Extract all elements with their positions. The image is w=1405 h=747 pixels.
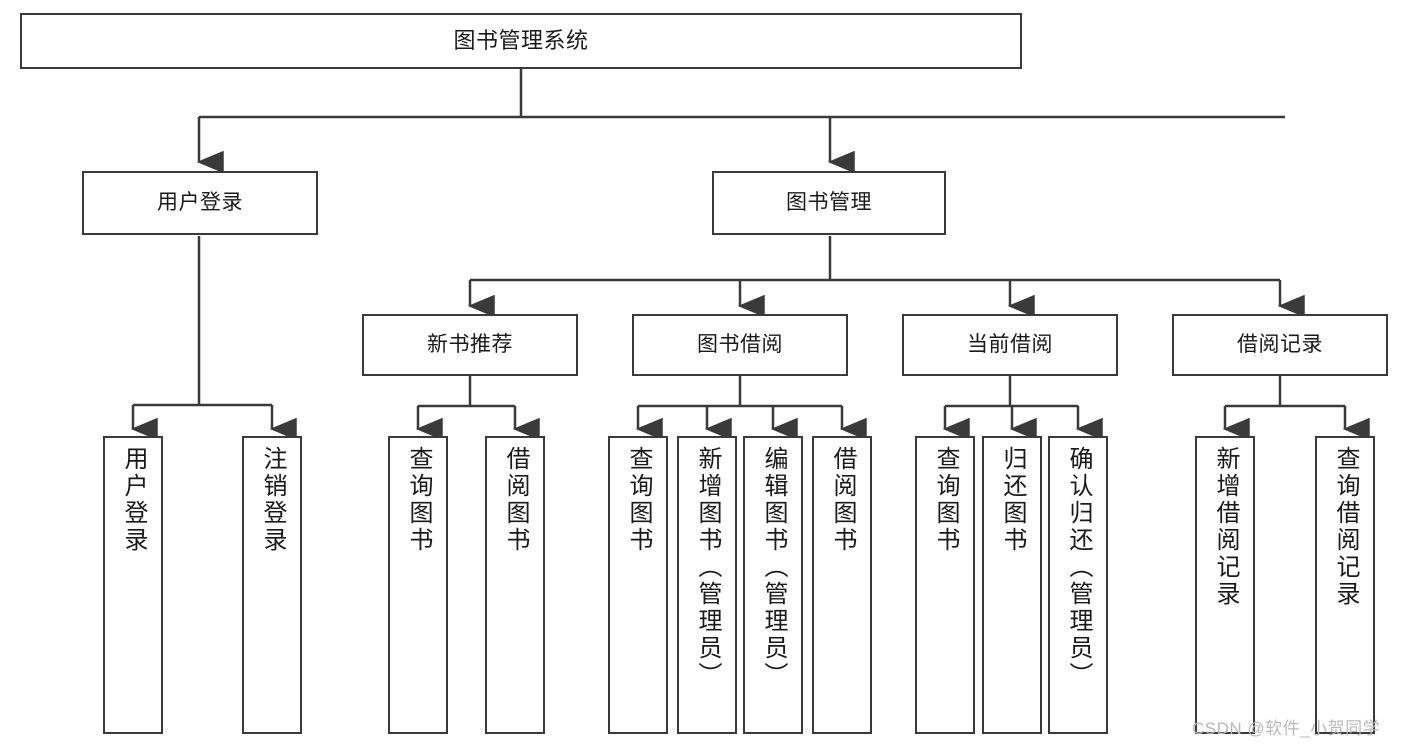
leaf-new-book-query-book[interactable]: 查询图书: [388, 436, 448, 734]
node-label: 查询借阅记录: [1332, 446, 1359, 608]
node-label: 新增图书（管理员）: [694, 446, 721, 689]
leaf-borrow-add-book-admin[interactable]: 新增图书（管理员）: [677, 436, 737, 734]
node-label: 查询图书: [405, 446, 432, 554]
node-label: 图书管理: [786, 191, 872, 215]
node-new-book-recommend[interactable]: 新书推荐: [362, 314, 578, 376]
node-root-system[interactable]: 图书管理系统: [20, 13, 1022, 69]
leaf-logout[interactable]: 注销登录: [242, 436, 302, 734]
leaf-current-confirm-return-admin[interactable]: 确认归还（管理员）: [1048, 436, 1108, 734]
leaf-current-query-book[interactable]: 查询图书: [915, 436, 975, 734]
node-current-borrow[interactable]: 当前借阅: [902, 314, 1118, 376]
node-label: 新书推荐: [427, 333, 513, 357]
leaf-record-add-record[interactable]: 新增借阅记录: [1195, 436, 1255, 734]
node-label: 编辑图书（管理员）: [760, 446, 787, 689]
node-label: 确认归还（管理员）: [1065, 446, 1092, 689]
node-user-login[interactable]: 用户登录: [82, 171, 318, 235]
node-borrow-record[interactable]: 借阅记录: [1172, 314, 1388, 376]
node-label: 新增借阅记录: [1212, 446, 1239, 608]
node-label: 归还图书: [999, 446, 1026, 554]
leaf-record-query-record[interactable]: 查询借阅记录: [1315, 436, 1375, 734]
watermark: CSDN @软件_小贺同学: [1192, 719, 1381, 738]
node-book-borrow[interactable]: 图书借阅: [632, 314, 848, 376]
node-label: 当前借阅: [967, 333, 1053, 357]
leaf-user-login[interactable]: 用户登录: [103, 436, 163, 734]
node-label: 借阅图书: [502, 446, 529, 554]
node-label: 查询图书: [932, 446, 959, 554]
node-label: 借阅图书: [829, 446, 856, 554]
node-label: 用户登录: [120, 446, 147, 554]
leaf-borrow-edit-book-admin[interactable]: 编辑图书（管理员）: [743, 436, 803, 734]
node-label: 查询图书: [625, 446, 652, 554]
node-label: 借阅记录: [1237, 333, 1323, 357]
node-label: 注销登录: [259, 446, 286, 554]
node-book-management[interactable]: 图书管理: [712, 171, 946, 235]
node-label: 图书借阅: [697, 333, 783, 357]
leaf-borrow-query-book[interactable]: 查询图书: [608, 436, 668, 734]
leaf-current-return-book[interactable]: 归还图书: [982, 436, 1042, 734]
leaf-new-book-borrow-book[interactable]: 借阅图书: [485, 436, 545, 734]
node-label: 用户登录: [157, 191, 243, 215]
node-label: 图书管理系统: [453, 27, 589, 53]
leaf-borrow-borrow-book[interactable]: 借阅图书: [812, 436, 872, 734]
